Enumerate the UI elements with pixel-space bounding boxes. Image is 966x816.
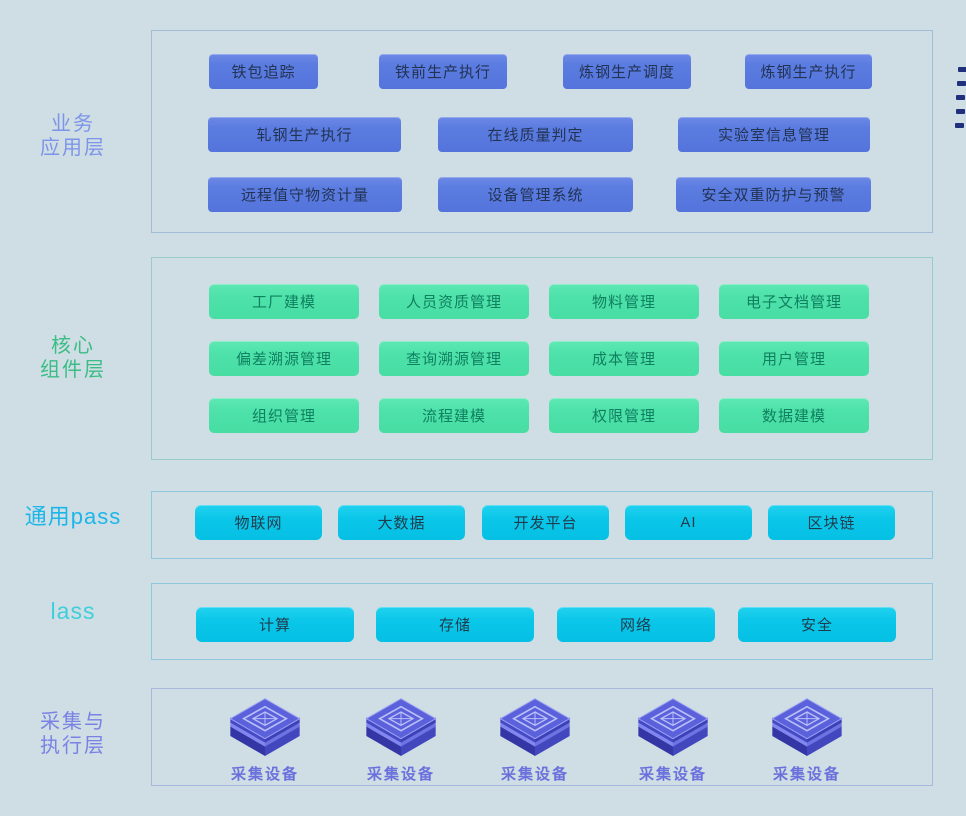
module-button-chengben-guanli[interactable]: 成本管理 (549, 341, 699, 376)
layer-label-line: 执行层 (40, 735, 106, 757)
edge-mark (956, 95, 965, 100)
module-button-zuzhi-guanli[interactable]: 组织管理 (209, 398, 359, 433)
device-cube-icon (637, 697, 709, 757)
device-cube-icon (499, 697, 571, 757)
module-button-shebei-guanli[interactable]: 设备管理系统 (438, 177, 633, 212)
edge-mark (955, 123, 964, 128)
layer-label-core: 核心 组件层 (8, 334, 138, 382)
module-button-gongchang-jianmo[interactable]: 工厂建模 (209, 284, 359, 319)
layer-panel-collection: 采集设备 采集设备 采集设备 采集设备 采集设备 (151, 688, 933, 786)
edge-mark (958, 67, 966, 72)
layer-panel-iaas: 计算 存储 网络 安全 (151, 583, 933, 660)
platform-button-qukuailian[interactable]: 区块链 (768, 505, 895, 540)
device-cube-icon (771, 697, 843, 757)
device-label: 采集设备 (230, 766, 299, 783)
layer-label-line: 应用层 (40, 137, 106, 159)
module-button-wuliao-guanli[interactable]: 物料管理 (549, 284, 699, 319)
infra-button-wangluo[interactable]: 网络 (557, 607, 715, 642)
collection-device: 采集设备 (480, 695, 590, 784)
module-button-yuancheng-jiliang[interactable]: 远程值守物资计量 (208, 177, 402, 212)
layer-label-line: 核心 (51, 335, 95, 357)
module-button-yonghu-guanli[interactable]: 用户管理 (719, 341, 869, 376)
infra-button-jisuan[interactable]: 计算 (196, 607, 354, 642)
collection-device: 采集设备 (346, 695, 456, 784)
layer-label-business: 业务 应用层 (8, 112, 138, 160)
layer-panel-core: 工厂建模 人员资质管理 物料管理 电子文档管理 偏差溯源管理 查询溯源管理 成本… (151, 257, 933, 460)
module-button-lian-gang-zhixing[interactable]: 炼钢生产执行 (745, 54, 872, 89)
collection-device: 采集设备 (618, 695, 728, 784)
layer-label-line: 业务 (51, 113, 95, 135)
edge-mark (956, 109, 965, 114)
module-button-renyuan-zizhi[interactable]: 人员资质管理 (379, 284, 529, 319)
device-label: 采集设备 (638, 766, 707, 783)
layer-label-line: 组件层 (40, 359, 106, 381)
module-button-liucheng-jianmo[interactable]: 流程建模 (379, 398, 529, 433)
collection-device: 采集设备 (210, 695, 320, 784)
module-button-dianzi-wendang[interactable]: 电子文档管理 (719, 284, 869, 319)
module-button-zha-gang[interactable]: 轧钢生产执行 (208, 117, 401, 152)
device-label: 采集设备 (366, 766, 435, 783)
infra-button-anquan[interactable]: 安全 (738, 607, 896, 642)
layer-label-iaas: lass (50, 598, 96, 624)
module-button-anquan-fanghu[interactable]: 安全双重防护与预警 (676, 177, 871, 212)
device-cube-icon (365, 697, 437, 757)
device-cube-icon (229, 697, 301, 757)
module-button-chaxun-suyuan[interactable]: 查询溯源管理 (379, 341, 529, 376)
layer-label-collection: 采集与 执行层 (8, 710, 138, 758)
module-button-tie-bao-zhui-zong[interactable]: 铁包追踪 (209, 54, 318, 89)
module-button-quanxian-guanli[interactable]: 权限管理 (549, 398, 699, 433)
infra-button-cunchu[interactable]: 存储 (376, 607, 534, 642)
layer-label-line: 采集与 (40, 711, 106, 733)
module-button-piancha-suyuan[interactable]: 偏差溯源管理 (209, 341, 359, 376)
platform-button-dashuju[interactable]: 大数据 (338, 505, 465, 540)
platform-button-kaifa[interactable]: 开发平台 (482, 505, 609, 540)
platform-button-wulianwang[interactable]: 物联网 (195, 505, 322, 540)
module-button-zaixian-zhiliang[interactable]: 在线质量判定 (438, 117, 633, 152)
layer-panel-paas: 物联网 大数据 开发平台 AI 区块链 (151, 491, 933, 559)
module-button-lian-gang-diaodu[interactable]: 炼钢生产调度 (563, 54, 691, 89)
module-button-tie-qian[interactable]: 铁前生产执行 (379, 54, 507, 89)
layer-panel-business: 铁包追踪 铁前生产执行 炼钢生产调度 炼钢生产执行 轧钢生产执行 在线质量判定 … (151, 30, 933, 233)
edge-mark (957, 81, 966, 86)
platform-button-ai[interactable]: AI (625, 505, 752, 540)
layer-label-paas: 通用pass (24, 504, 122, 529)
module-button-shiyanshi[interactable]: 实验室信息管理 (678, 117, 870, 152)
device-label: 采集设备 (772, 766, 841, 783)
device-label: 采集设备 (500, 766, 569, 783)
module-button-shuju-jianmo[interactable]: 数据建模 (719, 398, 869, 433)
collection-device: 采集设备 (752, 695, 862, 784)
